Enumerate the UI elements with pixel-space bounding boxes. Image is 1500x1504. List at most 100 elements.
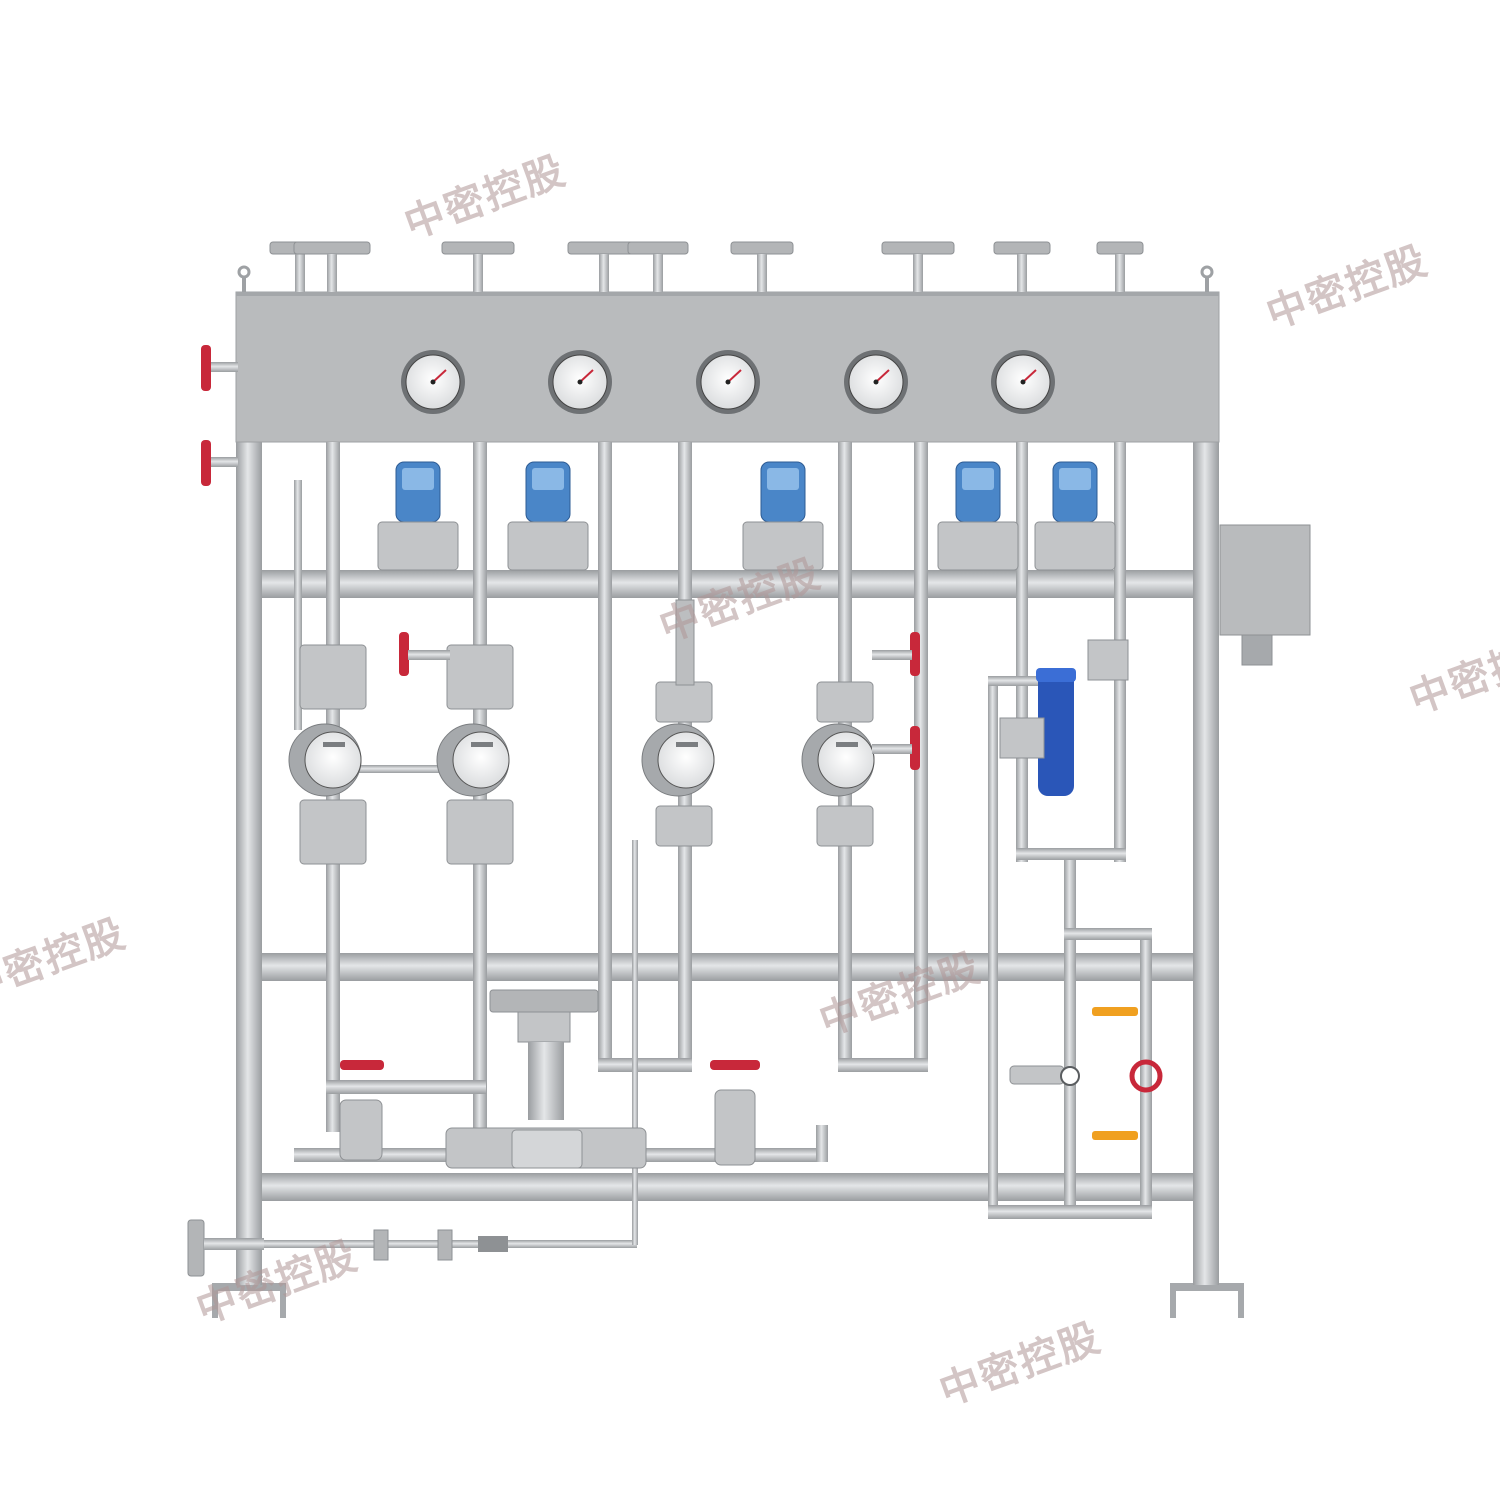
inlet-fitting	[478, 1236, 508, 1252]
flange-stack-3b	[655, 805, 713, 847]
pipe-h-2	[326, 1080, 486, 1094]
central-assembly	[445, 989, 647, 1169]
top-flange-stem-6	[757, 254, 767, 292]
pipe-h-8	[632, 840, 638, 1245]
flowmeter-dial-2	[452, 731, 510, 789]
block-valve-2	[999, 717, 1045, 759]
side-valve-stem-1	[210, 362, 238, 372]
flowmeter-dial-4	[817, 731, 875, 789]
top-flange-stem-2	[327, 254, 337, 292]
handwheel-4-body	[339, 1099, 383, 1161]
flange-stack-1b	[299, 799, 367, 865]
handwheel-2[interactable]	[910, 632, 920, 676]
handwheel-4[interactable]	[340, 1060, 384, 1070]
flange-stack-3a	[655, 681, 713, 723]
flowmeter-plate-2	[471, 742, 493, 747]
flowmeter-dial-3	[657, 731, 715, 789]
gauge-hub-1	[430, 379, 436, 385]
block-valve-1	[1087, 639, 1129, 681]
line-bypass-left	[294, 480, 302, 730]
flowmeter-plate-1	[323, 742, 345, 747]
filter-cap	[1036, 668, 1076, 682]
right-side-assembly	[999, 524, 1311, 1140]
gauge-hub-2	[577, 379, 583, 385]
line-10	[1064, 860, 1076, 1210]
pipe-h-11	[988, 1205, 1152, 1219]
inlet-union-2	[437, 1229, 453, 1261]
gauge-small-right	[1060, 1066, 1080, 1086]
top-flange-stem-5	[653, 254, 663, 292]
frame-rail-upper	[262, 570, 1193, 598]
inlet-pipe	[204, 1238, 264, 1250]
transmitter-manifold-1	[377, 521, 459, 571]
line-11	[1140, 930, 1152, 1210]
lever-valve-1[interactable]	[1092, 1007, 1138, 1016]
frame-foot-leg-right-a	[1170, 1283, 1176, 1318]
pipe-h-10	[1064, 928, 1152, 940]
pipe-h-9	[1016, 848, 1126, 860]
side-valve-stem-2	[210, 457, 238, 467]
gauge-hub-4	[873, 379, 879, 385]
transmitter-display-5	[1059, 468, 1091, 490]
frame-foot-leg-left-b	[280, 1283, 286, 1318]
pipe-h-12	[988, 676, 1038, 686]
top-flange-stem-7	[913, 254, 923, 292]
side-valve-handwheel-2[interactable]	[201, 440, 211, 486]
flange-stack-1a	[299, 644, 367, 710]
transmitter-display-4	[962, 468, 994, 490]
line-6	[914, 442, 928, 1062]
top-flange-8	[993, 241, 1051, 255]
frame-foot-leg-right-b	[1238, 1283, 1244, 1318]
handwheel-1[interactable]	[399, 632, 409, 676]
junction-box-gland	[1241, 634, 1273, 666]
gauge-hub-5	[1020, 379, 1026, 385]
top-flange-stem-9	[1115, 254, 1125, 292]
filter-body[interactable]	[1038, 668, 1074, 796]
flange-stack-4b	[816, 805, 874, 847]
top-flange-stem-3	[473, 254, 483, 292]
handwheel-3[interactable]	[910, 726, 920, 770]
flange-valve-center	[511, 1129, 583, 1169]
frame-rail-middle	[262, 953, 1193, 981]
line-3	[598, 442, 612, 1062]
flange-stack-2a	[446, 644, 514, 710]
transmitter-display-2	[532, 468, 564, 490]
pressure-transmitter-group	[377, 461, 1116, 571]
flowmeter-plate-4	[836, 742, 858, 747]
flange-stack-4a	[816, 681, 874, 723]
lever-valve-2[interactable]	[1092, 1131, 1138, 1140]
transmitter-manifold-2	[507, 521, 589, 571]
handwheel-6[interactable]	[1129, 1059, 1163, 1093]
gauge-needle-3	[727, 369, 742, 383]
manifold-side-valves	[201, 345, 238, 486]
junction-box	[1219, 524, 1311, 636]
pipe-h-3	[598, 1058, 692, 1072]
handwheel-5[interactable]	[710, 1060, 760, 1070]
regulator-body	[517, 1011, 571, 1043]
frame	[212, 440, 1244, 1318]
transmitter-manifold-3	[742, 521, 824, 571]
top-flange-9	[1096, 241, 1144, 255]
top-flange-stem-4	[599, 254, 609, 292]
frame-post-right	[1193, 440, 1219, 1270]
frame-foot-left	[212, 1283, 286, 1291]
gauge-needle-2	[579, 369, 594, 383]
gauge-hub-3	[725, 379, 731, 385]
transmitter-display-3	[767, 468, 799, 490]
lifting-lug-left-stem	[242, 276, 246, 292]
transmitter-manifold-5	[1034, 521, 1116, 571]
frame-post-left	[236, 440, 262, 1270]
top-flange-5	[627, 241, 689, 255]
transmitter-display-1	[402, 468, 434, 490]
inlet-union-1	[373, 1229, 389, 1261]
frame-rail-lower	[262, 1173, 1193, 1201]
pipe-h-1	[355, 765, 450, 773]
flowmeter-plate-3	[676, 742, 698, 747]
gauge-needle-5	[1022, 369, 1037, 383]
side-valve-handwheel-1[interactable]	[201, 345, 211, 391]
lifting-lug-left	[237, 265, 251, 279]
top-flange-group	[269, 241, 1144, 292]
regulator-right	[1009, 1065, 1065, 1085]
